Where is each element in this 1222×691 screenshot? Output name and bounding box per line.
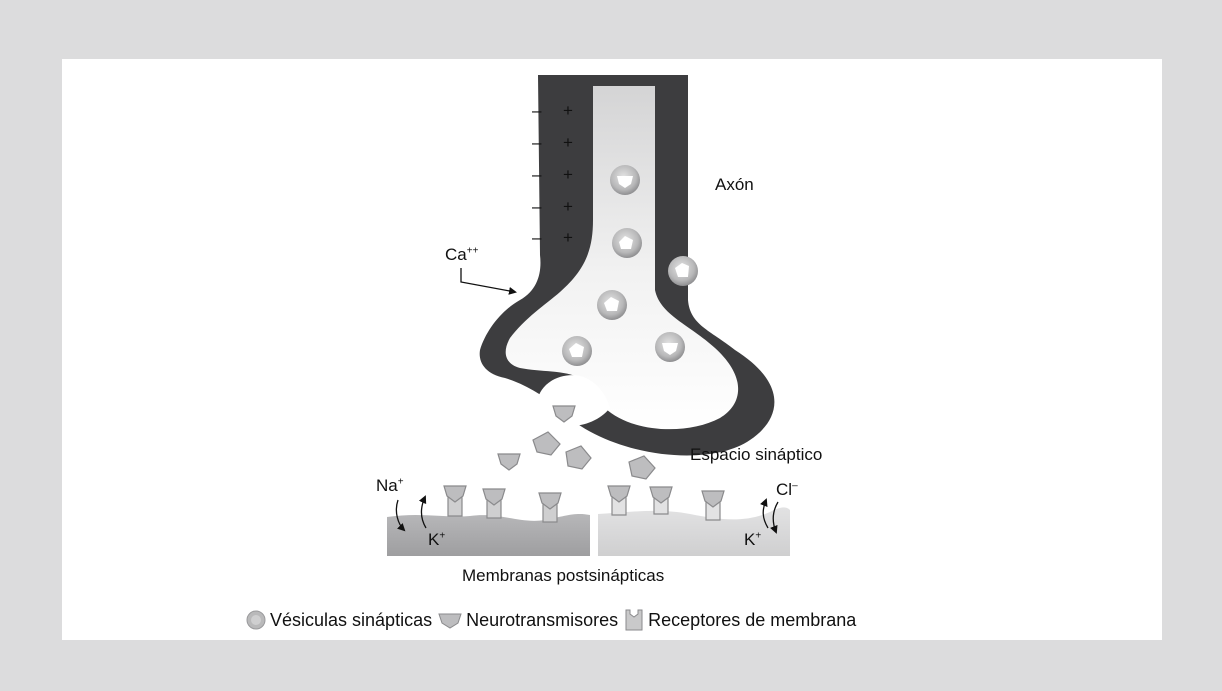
calcium-label: Ca++ (445, 245, 478, 265)
sodium-label: Na+ (376, 476, 404, 496)
receptor (650, 487, 672, 514)
vesicle (597, 290, 627, 320)
membrane-right (598, 507, 790, 556)
membranes-label: Membranas postsinápticas (462, 566, 664, 586)
charge-minus: – (532, 165, 542, 184)
legend-item-receptors: Receptores de membrana (624, 608, 856, 632)
charge-plus: + (563, 133, 573, 152)
vesicle (612, 228, 642, 258)
charge-minus: – (532, 228, 542, 247)
charge-minus: – (532, 133, 542, 152)
receptor (483, 489, 505, 518)
receptor-icon (624, 608, 644, 632)
charge-minus: – (532, 197, 542, 216)
legend-item-vesicles: Vésiculas sinápticas (246, 610, 432, 631)
neurotransmitter-icon (438, 610, 462, 630)
vesicle (668, 256, 698, 286)
receptor (702, 491, 724, 520)
charge-plus: + (563, 197, 573, 216)
neurotransmitter (629, 456, 655, 479)
calcium-arrow (461, 268, 515, 292)
vesicle (562, 336, 592, 366)
charge-plus: + (563, 101, 573, 120)
potassium-right-label: K+ (744, 530, 761, 550)
axon-label: Axón (715, 175, 754, 195)
vesicle (610, 165, 640, 195)
legend-neurotransmitters-text: Neurotransmisores (466, 610, 618, 631)
vesicle-icon (246, 610, 266, 630)
membrane-left (387, 514, 590, 556)
legend-receptors-text: Receptores de membrana (648, 610, 856, 631)
neurotransmitter (566, 446, 591, 469)
charge-plus: + (563, 228, 573, 247)
receptor (608, 486, 630, 515)
neurotransmitter (533, 432, 560, 455)
legend-vesicles-text: Vésiculas sinápticas (270, 610, 432, 631)
neurotransmitter (498, 454, 520, 470)
legend: Vésiculas sinápticas Neurotransmisores R… (246, 607, 858, 633)
charge-plus: + (563, 165, 573, 184)
receptor (444, 486, 466, 516)
vesicle (655, 332, 685, 362)
chloride-label: Cl– (776, 480, 798, 500)
legend-item-neurotransmitters: Neurotransmisores (438, 610, 618, 631)
synaptic-space-label: Espacio sináptico (690, 445, 822, 465)
charge-minus: – (532, 101, 542, 120)
potassium-left-label: K+ (428, 530, 445, 550)
